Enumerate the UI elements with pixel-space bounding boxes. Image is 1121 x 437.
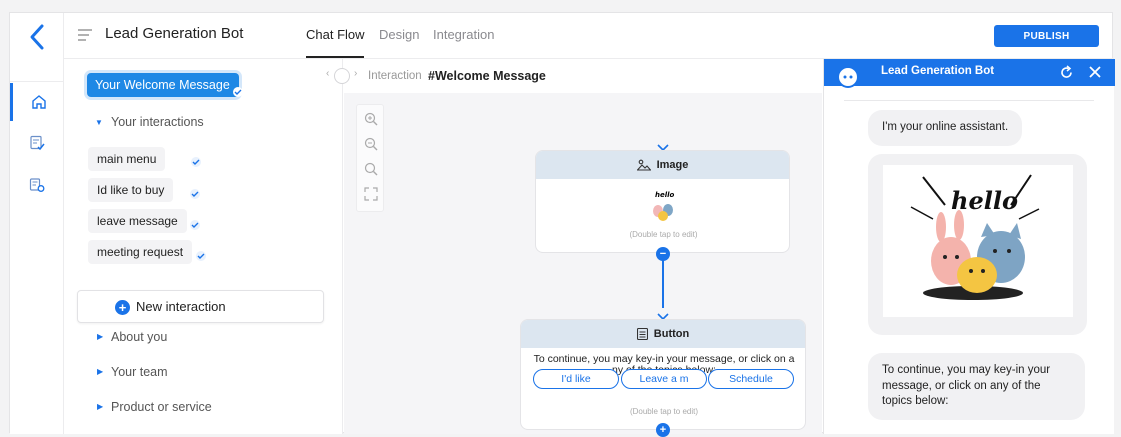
publish-button[interactable]: PUBLISH	[994, 25, 1099, 47]
bot-image-message: hello	[868, 154, 1087, 335]
flow-canvas[interactable]: ‹ › Interaction #Welcome Message	[326, 59, 822, 437]
welcome-message-item[interactable]: Your Welcome Message	[87, 73, 239, 97]
image-node[interactable]: Image hello (Double tap to edit)	[535, 150, 790, 253]
bot-avatar-icon	[837, 66, 859, 88]
top-bar: Lead Generation Bot Chat Flow Design Int…	[64, 13, 1114, 59]
interaction-item[interactable]: main menu	[88, 147, 166, 171]
app-window: Lead Generation Bot Chat Flow Design Int…	[9, 12, 1115, 437]
caret-right-icon[interactable]: ▶	[97, 402, 104, 411]
image-node-header: Image	[536, 151, 789, 179]
plus-icon: +	[115, 300, 130, 315]
chevron-right-icon[interactable]: ›	[354, 68, 358, 79]
active-tab-indicator	[306, 56, 364, 58]
chat-header: Lead Generation Bot	[824, 59, 1115, 88]
close-icon[interactable]	[1088, 65, 1102, 79]
fit-screen-icon[interactable]	[364, 187, 378, 201]
check-icon	[191, 157, 201, 167]
section-your-team[interactable]: Your team	[111, 365, 168, 379]
button-icon	[636, 328, 648, 340]
caret-down-icon[interactable]: ▼	[95, 118, 103, 127]
hello-image: hello	[883, 165, 1073, 317]
hello-illustration: hello	[910, 174, 1040, 300]
image-node-hint: (Double tap to edit)	[629, 230, 698, 239]
refresh-icon[interactable]	[1059, 65, 1074, 80]
zoom-toolbar	[356, 104, 384, 212]
your-interactions-label[interactable]: Your interactions	[111, 115, 204, 129]
check-icon	[190, 189, 200, 199]
choice-button[interactable]: Leave a m	[621, 369, 707, 389]
chat-preview: Lead Generation Bot I'm your online assi…	[823, 59, 1115, 434]
canvas-header: ‹ › Interaction #Welcome Message	[326, 59, 822, 93]
breadcrumb-interaction: Interaction	[368, 70, 422, 82]
image-node-title: Image	[656, 159, 689, 171]
back-icon[interactable]	[26, 23, 50, 51]
tab-integration[interactable]: Integration	[433, 27, 495, 42]
settings-list-icon	[29, 178, 45, 192]
chat-title: Lead Generation Bot	[881, 65, 995, 77]
chat-divider	[844, 100, 1094, 101]
add-node-icon[interactable]: +	[656, 423, 670, 437]
interactions-panel: Your Welcome Message ▼ Your interactions…	[64, 59, 343, 434]
button-node-title: Button	[653, 328, 690, 340]
home-icon	[31, 95, 46, 109]
check-icon	[190, 220, 200, 230]
breadcrumb-current: #Welcome Message	[428, 69, 546, 83]
menu-icon[interactable]	[78, 29, 94, 41]
new-interaction-button[interactable]: + New interaction	[77, 290, 324, 323]
section-about-you[interactable]: About you	[111, 330, 168, 344]
collapse-icon[interactable]: −	[656, 247, 670, 261]
interaction-item[interactable]: leave message	[88, 209, 187, 233]
check-icon	[233, 87, 243, 97]
rail-item-home[interactable]	[10, 83, 64, 121]
caret-right-icon[interactable]: ▶	[97, 332, 104, 341]
zoom-in-icon[interactable]	[364, 112, 378, 126]
hello-thumbnail: hello	[653, 191, 675, 221]
choice-button[interactable]: I'd like	[533, 369, 619, 389]
svg-text:hello: hello	[655, 191, 675, 199]
rail-divider	[10, 81, 64, 82]
flow-connector	[662, 258, 664, 308]
rail-item-checklist[interactable]	[10, 124, 64, 162]
zoom-reset-icon[interactable]	[364, 162, 378, 176]
zoom-out-icon[interactable]	[364, 137, 378, 151]
left-rail	[10, 13, 64, 434]
rail-item-settings[interactable]	[10, 166, 64, 204]
image-icon	[636, 159, 651, 171]
chevron-left-icon[interactable]: ‹	[326, 68, 330, 79]
new-interaction-label: New interaction	[136, 299, 226, 314]
check-icon	[196, 251, 206, 261]
tab-chat-flow[interactable]: Chat Flow	[306, 27, 365, 42]
section-product-or-service[interactable]: Product or service	[111, 400, 212, 414]
bot-message: To continue, you may key-in your message…	[868, 353, 1085, 420]
panel-toggle[interactable]	[334, 68, 350, 84]
tab-design[interactable]: Design	[379, 27, 420, 42]
app-title: Lead Generation Bot	[105, 25, 244, 42]
caret-right-icon[interactable]: ▶	[97, 367, 104, 376]
choice-button[interactable]: Schedule	[708, 369, 794, 389]
bot-message: I'm your online assistant.	[868, 110, 1023, 146]
button-node-header: Button	[521, 320, 805, 348]
interaction-item[interactable]: Id like to buy	[88, 178, 174, 202]
interaction-item[interactable]: meeting request	[88, 240, 193, 264]
button-node-hint: (Double tap to edit)	[629, 407, 699, 416]
image-hello-text: hello	[951, 186, 1018, 215]
checklist-icon	[30, 135, 45, 151]
